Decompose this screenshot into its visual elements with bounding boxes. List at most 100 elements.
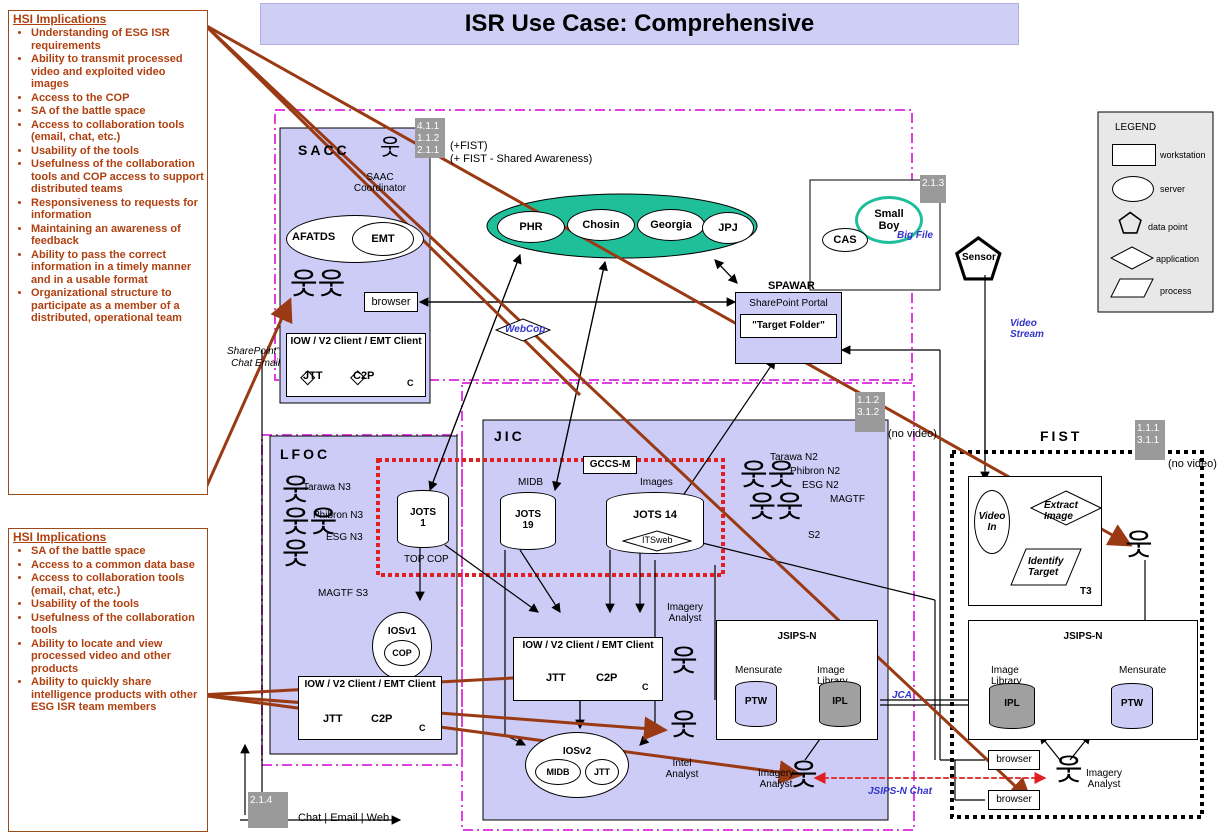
cube-line: 1.1.1 bbox=[1137, 423, 1160, 434]
jots19-database: JOTS 19 bbox=[500, 492, 556, 550]
jots14-label: JOTS 14 bbox=[632, 509, 678, 521]
video-in-label: Video In bbox=[978, 511, 1006, 533]
fist-cube-note: (no video) bbox=[1168, 458, 1217, 470]
cube-line: 1.1.2 bbox=[857, 395, 880, 406]
gccs-workstation: GCCS-M bbox=[583, 456, 637, 474]
list-item: Usefulness of the collaboration tools bbox=[31, 612, 205, 637]
server-phr: PHR bbox=[497, 211, 565, 243]
intel-analyst-label: Intel Analyst bbox=[665, 758, 699, 780]
legend-pentagon-icon: ⬠ bbox=[1118, 208, 1143, 239]
jots19-label: JOTS 19 bbox=[514, 509, 542, 531]
jic-client-label: IOW / V2 Client / EMT Client bbox=[522, 640, 654, 651]
webcop-label: WebCop bbox=[505, 324, 546, 335]
sacc-c-label: C bbox=[407, 378, 414, 388]
sacc-cube-note2: (+ FIST - Shared Awareness) bbox=[450, 153, 593, 165]
diamond-icon: ◇ bbox=[300, 366, 316, 388]
list-item: Organizational structure to participate … bbox=[31, 287, 205, 325]
legend-application: application bbox=[1156, 254, 1200, 264]
midb-label: MIDB bbox=[518, 477, 543, 488]
fist-jsips-box: JSIPS-N Image Library Mensurate IPL PTW bbox=[968, 620, 1198, 740]
fist-jsips-label: JSIPS-N bbox=[1063, 631, 1103, 642]
iosv1-label: IOSv1 bbox=[387, 626, 417, 637]
spawar-portal-label: SharePoint Portal bbox=[749, 298, 828, 309]
list-item: Ability to transmit processed video and … bbox=[31, 53, 205, 91]
sacc-client-workstation: IOW / V2 Client / EMT Client JTT C2P C bbox=[286, 333, 426, 397]
ptw-label: PTW bbox=[744, 696, 768, 707]
list-item: Usefulness of the collaboration tools an… bbox=[31, 158, 205, 196]
cas-label: CAS bbox=[833, 234, 857, 246]
sacc-client-label: IOW / V2 Client / EMT Client bbox=[290, 336, 422, 347]
cop-label: COP bbox=[384, 640, 420, 666]
jots1-label: JOTS 1 bbox=[409, 507, 437, 529]
person-icon: 웃 bbox=[380, 135, 401, 160]
sacc-cube: 4.1.1 1.1.2 2.1.1 bbox=[415, 118, 445, 158]
jic-person: Tarawa N2 bbox=[770, 452, 818, 463]
lfoc-client-workstation: IOW / V2 Client / EMT Client JTT C2P C bbox=[298, 676, 442, 740]
page-title: ISR Use Case: Comprehensive bbox=[260, 3, 1019, 45]
person-icon: 웃 bbox=[790, 759, 818, 792]
jic-client-workstation: IOW / V2 Client / EMT Client JTT C2P C bbox=[513, 637, 663, 701]
chat-email-web-label: Chat | Email | Web bbox=[298, 812, 390, 824]
legend-workstation: workstation bbox=[1160, 150, 1206, 160]
iosv2-label: IOSv2 bbox=[562, 745, 592, 757]
jsips-chat-label: JSIPS-N Chat bbox=[868, 786, 932, 797]
images-label: Images bbox=[640, 477, 673, 488]
people-icon: 웃웃 웃웃 bbox=[740, 459, 804, 524]
legend-server-icon bbox=[1112, 176, 1154, 202]
list-item: SA of the battle space bbox=[31, 105, 205, 118]
imagery-analyst-top-label: Imagery Analyst bbox=[666, 602, 704, 624]
server-label: PHR bbox=[519, 221, 543, 233]
hsi-bottom-heading: HSI Implications bbox=[13, 530, 107, 544]
hsi-top-list: Understanding of ESG ISR requirements Ab… bbox=[9, 27, 207, 325]
sacc-cube-note1: (+FIST) bbox=[450, 140, 488, 152]
list-item: Responsiveness to requests for informati… bbox=[31, 197, 205, 222]
diamond-icon bbox=[622, 530, 692, 552]
small-boy-cube: 2.1.3 bbox=[920, 175, 946, 203]
list-item: Access to the COP bbox=[31, 92, 205, 105]
list-item: Usability of the tools bbox=[31, 145, 205, 158]
cube-line: 2.1.1 bbox=[417, 145, 440, 156]
sensor-label: Sensor bbox=[962, 252, 996, 263]
jic-region bbox=[461, 382, 915, 831]
midb2-label: MIDB bbox=[535, 758, 581, 785]
list-item: Access to a common data base bbox=[31, 559, 205, 572]
fist-browser-2: browser bbox=[988, 790, 1040, 810]
jic-person: S2 bbox=[808, 530, 821, 541]
video-in-server: Video In bbox=[974, 490, 1010, 554]
t3-label: T3 bbox=[1080, 586, 1092, 597]
spawar-portal-box: SharePoint Portal "Target Folder" bbox=[735, 292, 842, 364]
fist-cube: 1.1.1 3.1.1 bbox=[1135, 420, 1165, 460]
legend-server: server bbox=[1160, 184, 1186, 194]
server-georgia: Georgia bbox=[637, 209, 705, 241]
lfoc-person: MAGTF S3 bbox=[318, 588, 369, 599]
itsweb-label: ITSweb bbox=[642, 535, 673, 545]
fist-image-library-label: Image Library bbox=[991, 665, 1022, 687]
diamond-icon bbox=[1030, 490, 1102, 526]
small-boy-server: Small Boy bbox=[855, 196, 923, 244]
jic-jtt-label: JTT bbox=[546, 672, 566, 684]
jic-cube-note: (no video) bbox=[888, 428, 937, 440]
cube-line: 2.1.4 bbox=[250, 795, 273, 806]
server-jpj: JPJ bbox=[702, 212, 754, 244]
fist-imagery-analyst-label: Imagery Analyst bbox=[1085, 768, 1123, 790]
legend-workstation-icon bbox=[1112, 144, 1156, 166]
jic-c2p-label: C2P bbox=[596, 672, 618, 684]
spawar-label: SPAWAR bbox=[768, 280, 815, 292]
cas-server: CAS bbox=[822, 228, 868, 252]
jic-person: Phibron N2 bbox=[790, 466, 841, 477]
sacc-browser-workstation: browser bbox=[364, 292, 418, 312]
jic-person: ESG N2 bbox=[802, 480, 839, 491]
extract-image-label: Extract Image bbox=[1044, 500, 1078, 522]
fist-mensurate-label: Mensurate bbox=[1119, 665, 1167, 676]
lfoc-person: ESG N3 bbox=[326, 532, 363, 543]
legend-parallelogram-icon bbox=[1110, 278, 1154, 298]
sacc-coordinator-label: SAAC Coordinator bbox=[353, 172, 407, 194]
ptw-database: PTW bbox=[735, 681, 777, 727]
list-item: SA of the battle space bbox=[31, 545, 205, 558]
jic-c-label: C bbox=[642, 682, 649, 692]
fist-ptw-database: PTW bbox=[1111, 683, 1153, 729]
list-item: Ability to quickly share intelligence pr… bbox=[31, 676, 205, 714]
list-item: Understanding of ESG ISR requirements bbox=[31, 27, 205, 52]
ipl-database: IPL bbox=[819, 681, 861, 727]
jca-label: JCA bbox=[892, 690, 913, 701]
